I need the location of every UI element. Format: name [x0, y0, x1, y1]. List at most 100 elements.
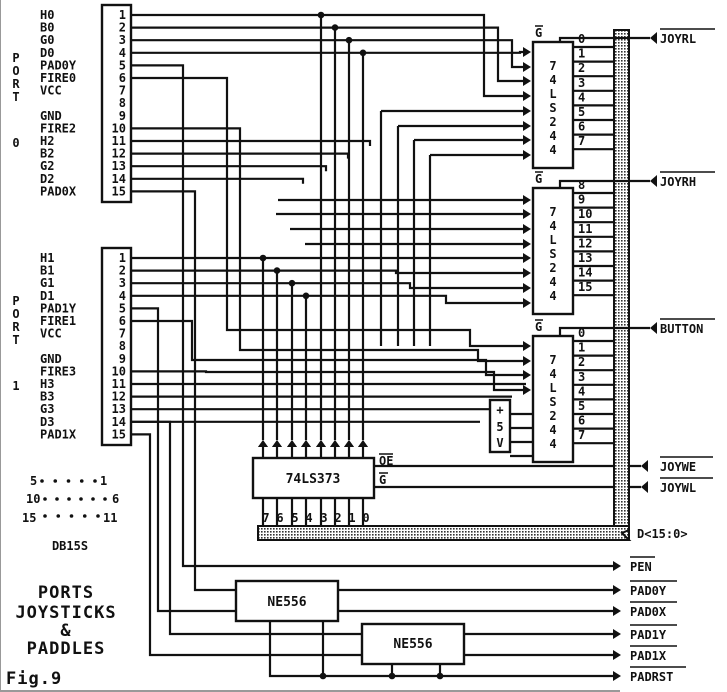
port-label-letter: P: [12, 294, 19, 308]
buffer-output-number: 13: [578, 251, 592, 265]
figure-title: PORTS JOYSTICKS & PADDLES Fig.9: [6, 583, 116, 689]
port-number: 0: [12, 136, 19, 150]
pin-number: 4: [119, 289, 126, 303]
buffer-output-number: 4: [578, 384, 585, 398]
db15-pin-dot: [43, 514, 47, 518]
buffer-output-number: 14: [578, 266, 592, 280]
arrow-left-icon: [641, 481, 648, 493]
db15-pin-dot: [53, 479, 58, 483]
wire: [131, 50, 527, 54]
buffer-chip-letter: 7: [549, 205, 556, 219]
junction: [436, 672, 444, 680]
buffer-output-number: 2: [578, 355, 585, 369]
port-label-letter: O: [12, 307, 19, 321]
arrow-right-icon: [523, 195, 531, 205]
figure-label: Fig.9: [6, 669, 62, 689]
arrow-left-icon: [641, 460, 648, 472]
arrow-right-icon: [523, 209, 531, 219]
wire: [131, 319, 527, 377]
db15-row1-left: 5: [30, 474, 37, 488]
db15-pin-dot: [79, 479, 84, 483]
arrow-up-icon: [316, 440, 326, 447]
enable-wire: [558, 179, 650, 188]
buffer-chip-letter: 2: [549, 261, 556, 275]
pin-name: G3: [40, 402, 54, 416]
buffer-output-number: 12: [578, 236, 592, 250]
pin-number: 5: [119, 301, 126, 315]
buffer-enable-label: G: [535, 26, 542, 40]
pin-name: VCC: [40, 327, 62, 341]
buffer-output-number: 2: [578, 61, 585, 75]
latch-bit-number: 6: [276, 511, 283, 525]
wire: [131, 433, 362, 657]
buffer-output-number: 3: [578, 370, 585, 384]
pin-name: FIRE2: [40, 121, 76, 135]
junction: [319, 672, 327, 680]
pin-number: 1: [119, 8, 126, 22]
buffer-output-number: 10: [578, 207, 592, 221]
enable-wire: [558, 36, 650, 42]
latch-oe-signal: JOYWE: [660, 460, 696, 474]
pin-number: 12: [112, 390, 126, 404]
pin-name: H2: [40, 134, 54, 148]
pin-name: D2: [40, 172, 54, 186]
latch-box: [251, 456, 376, 500]
arrow-right-icon: [523, 298, 531, 308]
wire: [131, 13, 527, 98]
buffer-chip-letter: 7: [549, 353, 556, 367]
pin-number: 12: [112, 147, 126, 161]
title-line: JOYSTICKS: [15, 603, 116, 623]
buffer-output-number: 0: [578, 326, 585, 340]
buffer-chip-letter: L: [549, 381, 556, 395]
pin-number: 7: [119, 84, 126, 98]
buffer-output-number: 1: [578, 47, 585, 61]
db15-pin-dot: [91, 497, 95, 501]
buffer-chip-letter: 4: [549, 275, 556, 289]
pin-name: PAD1X: [40, 427, 77, 441]
pin-name: H1: [40, 251, 54, 265]
buffer-chip-letter: S: [549, 395, 556, 409]
buffer-chip-letter: 4: [549, 289, 556, 303]
latch-g-label: G: [379, 473, 386, 487]
arrow-right-icon: [613, 585, 621, 595]
pin-name: H0: [40, 8, 54, 22]
arrow-up-icon: [258, 440, 268, 447]
wire: [131, 269, 527, 275]
buffer-chip-letter: 4: [549, 143, 556, 157]
pin-number: 6: [119, 71, 126, 85]
pin-number: 2: [119, 264, 126, 278]
db15-pin-dot: [79, 497, 83, 501]
pin-number: 9: [119, 109, 126, 123]
buffer-output-number: 7: [578, 428, 585, 442]
buffer-chip-letter: 4: [549, 367, 556, 381]
timer-1-box: [234, 579, 340, 623]
arrow-right-icon: [523, 62, 531, 72]
latch-bit-number: 3: [320, 511, 327, 525]
wire: [131, 26, 527, 83]
port-1-connector-box: [100, 246, 133, 447]
pin-name: G1: [40, 276, 54, 290]
buffer-chip-letter: 4: [549, 129, 556, 143]
arrow-right-icon: [523, 253, 531, 263]
buffer-output-number: 0: [578, 32, 585, 46]
arrow-right-icon: [613, 650, 621, 660]
buffer-enable-label: G: [535, 320, 542, 334]
timer-1: NE556: [234, 579, 340, 623]
arrow-right-icon: [523, 47, 531, 57]
pin-number: 10: [112, 121, 126, 135]
wire: [131, 307, 236, 613]
buffer-chip-letter: 2: [549, 115, 556, 129]
buffer-chip-letter: S: [549, 101, 556, 115]
port-label-letter: R: [12, 320, 20, 334]
buffer-output-number: 9: [578, 193, 585, 207]
wire: [131, 420, 362, 636]
arrow-up-icon: [344, 440, 354, 447]
buffer-chip-letter: 7: [549, 59, 556, 73]
buffer-output-number: 4: [578, 90, 585, 104]
buffer-chip-letter: S: [549, 247, 556, 261]
title-line: &: [60, 621, 71, 641]
buffer-output-number: 15: [578, 280, 592, 294]
wire: [131, 282, 527, 290]
